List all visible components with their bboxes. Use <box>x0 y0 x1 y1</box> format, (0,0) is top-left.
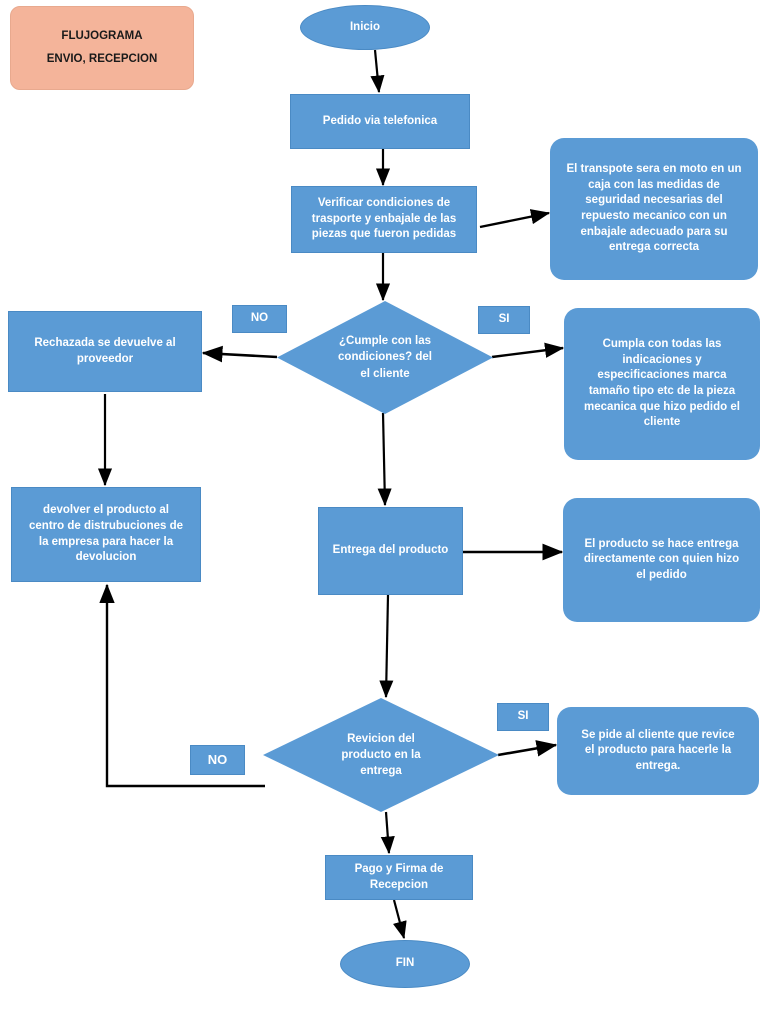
node-fin[interactable]: FIN <box>340 940 470 988</box>
title-line-1: FLUJOGRAMA <box>61 30 143 42</box>
note-revision-label: Se pide al cliente que revice el product… <box>581 728 735 772</box>
edge-label-no-2: NO <box>190 745 245 775</box>
node-verificar-condiciones[interactable]: Verificar condiciones de trasporte y enb… <box>291 186 477 253</box>
edge-label-si-1-text: SI <box>498 313 510 326</box>
title-line-2: ENVIO, RECEPCION <box>46 53 158 65</box>
node-rechazada[interactable]: Rechazada se devuelve al proveedor <box>8 311 202 392</box>
note-especificaciones[interactable]: Cumpla con todas las indicaciones y espe… <box>564 308 760 460</box>
edge-decision-nota-si <box>491 342 565 359</box>
edge-label-no-1: NO <box>232 305 287 333</box>
edge-entrega-decision <box>379 594 394 699</box>
edge-decision-rechazada-no <box>201 345 278 363</box>
note-transporte[interactable]: El transpote sera en moto en un caja con… <box>550 138 758 280</box>
edge-label-si-1: SI <box>478 306 530 334</box>
edge-decision-entrega <box>377 412 392 507</box>
node-inicio[interactable]: Inicio <box>300 5 430 50</box>
edge-label-no-2-text: NO <box>207 752 228 768</box>
note-transporte-label: El transpote sera en moto en un caja con… <box>566 163 742 254</box>
node-pago-firma[interactable]: Pago y Firma de Recepcion <box>325 855 473 900</box>
note-especificaciones-label: Cumpla con todas las indicaciones y espe… <box>584 338 740 429</box>
node-devolver-producto[interactable]: devolver el producto al centro de distru… <box>11 487 201 582</box>
note-revision[interactable]: Se pide al cliente que revice el product… <box>557 707 759 795</box>
node-decision-condiciones[interactable]: ¿Cumple con las condiciones? del el clie… <box>277 301 493 414</box>
node-pedido-label: Pedido via telefonica <box>322 114 438 127</box>
node-devolver-label: devolver el producto al centro de distru… <box>29 504 183 564</box>
decision-condiciones-shape <box>277 301 493 414</box>
edge-pago-fin <box>392 899 407 940</box>
node-rechazada-label: Rechazada se devuelve al proveedor <box>34 336 176 365</box>
node-pago-label: Pago y Firma de Recepcion <box>354 862 444 891</box>
edge-label-si-2: SI <box>497 703 549 731</box>
node-inicio-label: Inicio <box>349 20 381 33</box>
node-decision-revision[interactable]: Revicion del producto en la entrega <box>263 698 499 812</box>
note-entrega-label: El producto se hace entrega directamente… <box>583 537 740 581</box>
node-entrega-producto[interactable]: Entrega del producto <box>318 507 463 595</box>
title-box: FLUJOGRAMA ENVIO, RECEPCION <box>10 6 194 90</box>
edge-label-si-2-text: SI <box>517 710 529 723</box>
node-verificar-label: Verificar condiciones de trasporte y enb… <box>311 197 457 241</box>
edge-label-no-1-text: NO <box>250 312 269 325</box>
node-fin-label: FIN <box>395 957 415 970</box>
node-pedido-telefonica[interactable]: Pedido via telefonica <box>290 94 470 149</box>
note-entrega[interactable]: El producto se hace entrega directamente… <box>563 498 760 622</box>
node-entrega-label: Entrega del producto <box>332 544 449 557</box>
edge-revision-pago <box>380 811 395 855</box>
decision-revision-shape <box>263 698 499 812</box>
edge-inicio-pedido <box>370 49 385 94</box>
edge-revision-nota-si <box>497 740 558 757</box>
edge-verificar-nota <box>479 209 551 229</box>
